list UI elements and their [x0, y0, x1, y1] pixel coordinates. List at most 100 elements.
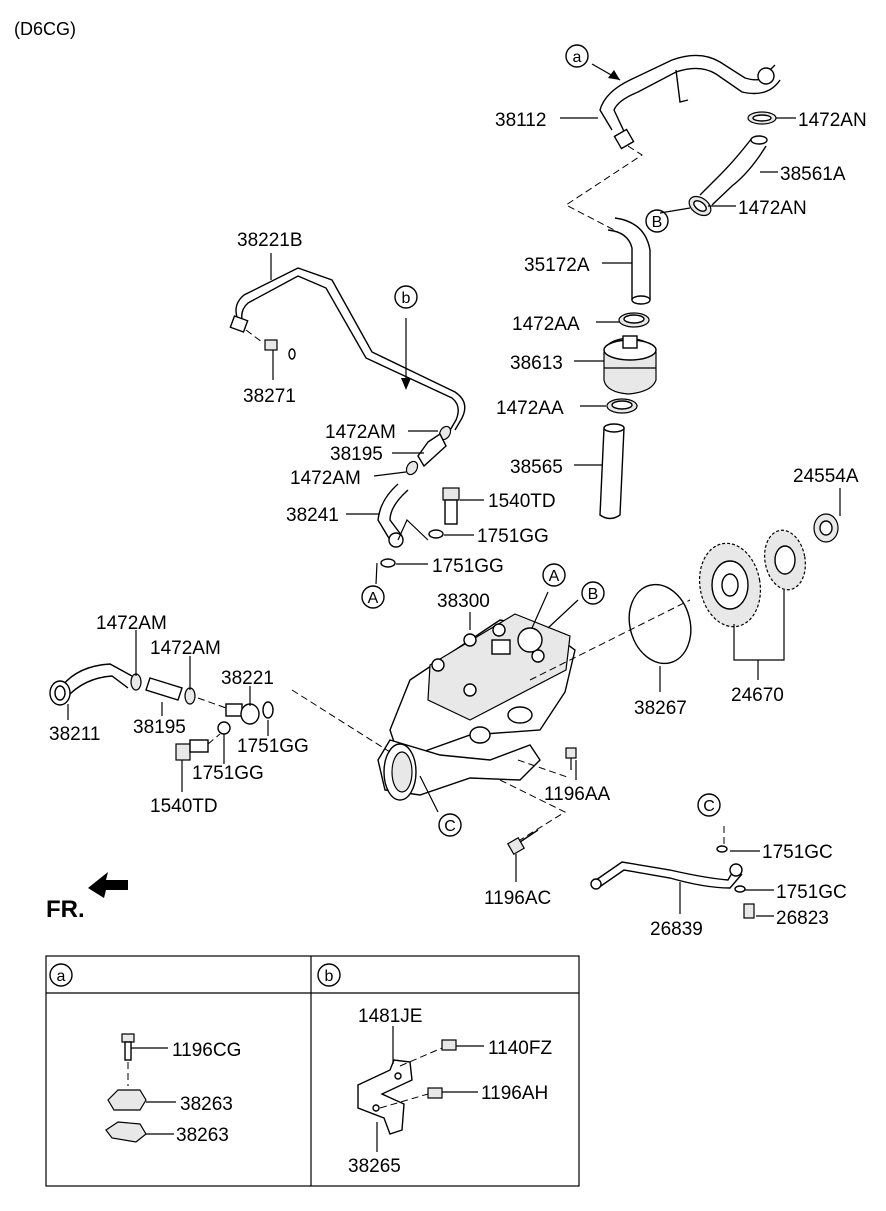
hose-35172a — [607, 217, 651, 305]
clamp-1472am-left-a — [130, 673, 142, 691]
ref-circle-A-left: A — [361, 585, 385, 609]
clip-38263-upper — [107, 1089, 176, 1111]
label-38241: 38241 — [286, 505, 339, 526]
label-1196aa: 1196AA — [544, 784, 611, 805]
bolt-1196cg — [121, 1033, 168, 1061]
label-1751gg-4: 1751GG — [192, 763, 264, 784]
label-35172a: 35172A — [524, 255, 590, 276]
pump-38300 — [377, 613, 576, 801]
gear-24670-small — [764, 529, 806, 591]
svg-text:C: C — [444, 818, 456, 835]
bolt-1196ac — [506, 829, 539, 856]
svg-text:b: b — [402, 290, 411, 307]
front-arrow-icon — [88, 872, 128, 898]
gasket-38267 — [628, 583, 692, 665]
svg-text:A: A — [549, 568, 560, 585]
connection-line-1196 — [499, 779, 567, 841]
bolt-1540td-lower — [175, 739, 209, 761]
pipe-38211 — [49, 663, 133, 706]
label-1472am-3: 1472AM — [96, 613, 167, 634]
label-38112: 38112 — [495, 110, 546, 131]
label-1472aa-upper: 1472AA — [512, 314, 580, 335]
legend-table: a b 1196CG 38263 38263 — [45, 955, 580, 1187]
label-1540td-2: 1540TD — [150, 796, 218, 817]
hose-38112 — [599, 54, 781, 150]
fitting-38221 — [225, 701, 274, 725]
leader-lines — [67, 63, 841, 917]
hose-38241 — [377, 483, 409, 548]
connection-line-pump-gear — [529, 599, 691, 681]
label-24670: 24670 — [731, 685, 784, 706]
front-direction-indicator: FR. — [46, 872, 128, 923]
gear-24670-large — [698, 542, 762, 628]
svg-text:b: b — [325, 968, 334, 985]
bolt-1196aa — [565, 747, 577, 770]
label-1196ah: 1196AH — [481, 1083, 548, 1104]
svg-text:a: a — [573, 49, 582, 66]
label-1196ac: 1196AC — [484, 888, 551, 909]
label-38561a: 38561A — [780, 164, 846, 185]
label-38195-1: 38195 — [330, 444, 383, 465]
hose-38561a — [699, 135, 768, 206]
pipe-38221b — [229, 267, 466, 433]
svg-text:B: B — [588, 586, 599, 603]
label-1472am-4: 1472AM — [150, 638, 221, 659]
svg-text:a: a — [57, 968, 66, 985]
label-38221b: 38221B — [237, 230, 303, 251]
fitting-38271 — [264, 339, 296, 360]
washer-1751gc-lower — [734, 885, 746, 893]
label-38221: 38221 — [221, 668, 274, 689]
label-1751gg-1: 1751GG — [477, 526, 549, 547]
washer-1751gg-upper — [428, 529, 444, 539]
filter-38613 — [603, 335, 657, 395]
label-26823: 26823 — [776, 908, 829, 929]
label-38263-upper: 38263 — [180, 1094, 233, 1115]
connection-line-38241 — [397, 518, 429, 541]
ref-circle-a-top: a — [565, 44, 589, 68]
label-1472aa-lower: 1472AA — [496, 398, 564, 419]
clamp-1472an-top — [747, 111, 777, 125]
bolt-1196ah — [427, 1087, 478, 1099]
hose-38565 — [599, 423, 625, 520]
ref-circle-B-pump: B — [581, 581, 605, 605]
fr-label: FR. — [46, 896, 85, 923]
label-1196cg: 1196CG — [172, 1040, 241, 1061]
svg-text:B: B — [652, 214, 663, 231]
clip-38263-lower — [105, 1121, 174, 1143]
label-1140fz: 1140FZ — [488, 1038, 552, 1059]
arrow-a — [608, 70, 620, 80]
label-38211: 38211 — [49, 724, 100, 745]
label-1751gg-3: 1751GG — [237, 736, 309, 757]
connection-line-38221 — [197, 697, 227, 709]
label-38265: 38265 — [348, 1156, 401, 1177]
ref-circle-C-pump: C — [438, 813, 462, 837]
svg-text:A: A — [368, 590, 379, 607]
label-1540td-1: 1540TD — [488, 491, 556, 512]
label-38267: 38267 — [634, 698, 687, 719]
washer-1751gg-lower — [380, 558, 396, 568]
clamp-1472aa-upper — [618, 312, 650, 328]
label-1481je: 1481JE — [358, 1006, 422, 1027]
label-1751gc-1: 1751GC — [762, 842, 833, 863]
svg-text:C: C — [703, 798, 715, 815]
part-labels: 38112 1472AN 38561A 1472AN 35172A 1472AA… — [49, 110, 867, 940]
connection-line-38112 — [565, 145, 643, 233]
connection-line-1540td — [207, 733, 221, 745]
label-1472am-2: 1472AM — [290, 468, 361, 489]
engine-code-label: (D6CG) — [14, 19, 76, 39]
hose-38195-lower — [145, 677, 183, 701]
label-24554a: 24554A — [793, 466, 859, 487]
ref-circle-B-hose: B — [645, 209, 669, 233]
connection-line-pump-left — [291, 689, 391, 753]
bolt-1540td-upper — [442, 487, 460, 525]
label-1472an-bottom: 1472AN — [738, 198, 807, 219]
connection-line-1140fz — [399, 1047, 443, 1067]
bolt-26823 — [743, 903, 755, 919]
label-38613: 38613 — [510, 353, 563, 374]
clamp-1472am-left-b — [184, 687, 196, 705]
hose-38195-upper — [417, 432, 447, 468]
connection-line-1196ah — [379, 1093, 429, 1109]
label-38195-2: 38195 — [133, 717, 186, 738]
arrow-b — [401, 378, 411, 390]
